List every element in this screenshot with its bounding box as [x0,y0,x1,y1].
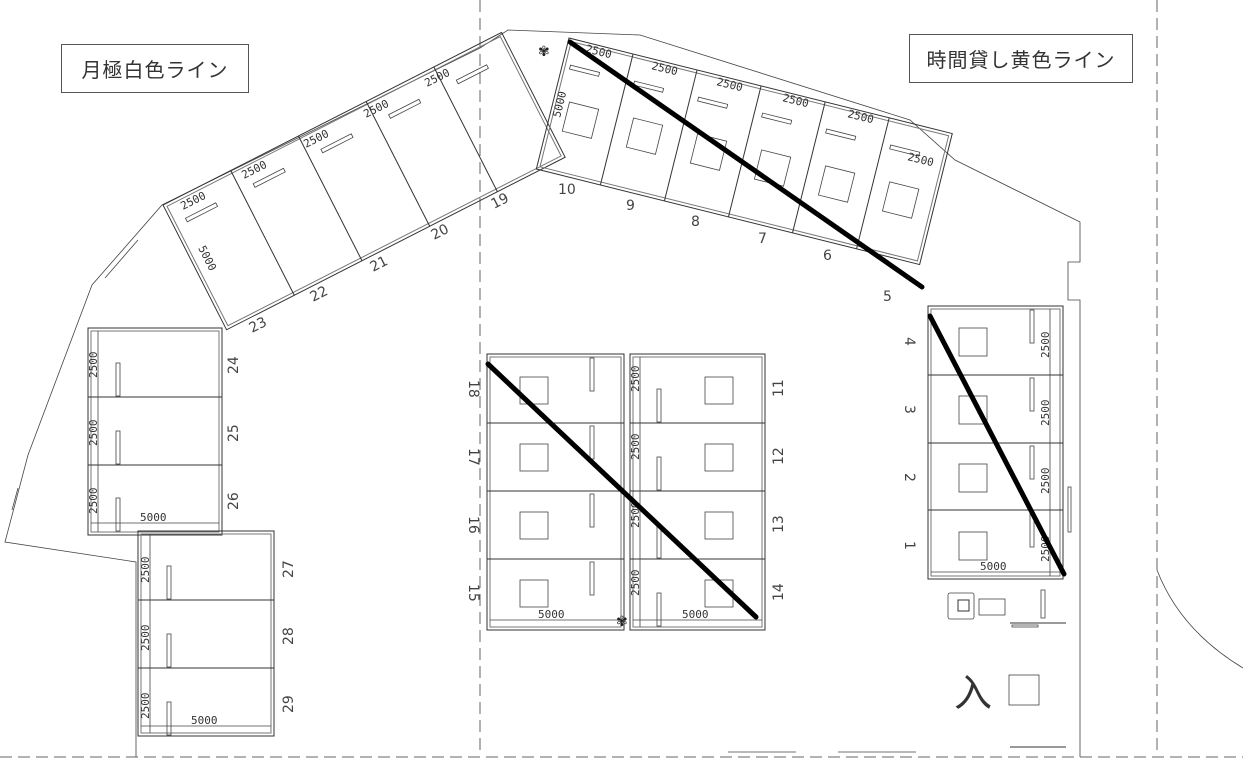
hatched-area [978,598,1006,616]
dim-width: 2500 [87,352,100,379]
space-number-4: 4 [901,337,917,346]
dim-depth: 5000 [538,608,565,621]
space-number-27: 27 [281,560,297,578]
tree-icon: ✾ [538,44,550,60]
dim-width: 2500 [139,557,152,584]
space-number-10: 10 [558,182,576,198]
dim-width: 2500 [715,75,744,94]
row-5-10 [535,37,953,266]
dim-width: 2500 [87,488,100,515]
dim-width: 2500 [1039,468,1052,495]
space-number-12: 12 [771,447,787,465]
space-number-9: 9 [626,198,635,214]
row-27-29 [137,530,275,737]
sensor [1011,624,1039,628]
space-number-13: 13 [771,515,787,533]
row-15-18 [486,353,625,631]
space-number-17: 17 [465,448,481,466]
dim-width: 2500 [1039,400,1052,427]
space-number-21: 21 [368,253,391,275]
dim-width: 2500 [781,91,810,110]
dim-width: 2500 [584,42,613,61]
dim-width: 2500 [650,59,679,78]
legend-monthly-white-line: 月極白色ライン [61,44,249,93]
dim-depth: 5000 [140,511,167,524]
site-boundary [4,29,1081,757]
dim-width: 2500 [87,420,100,447]
entrance-label: 入 [954,671,992,715]
hourly-line-marker-1-4 [927,313,1067,577]
space-number-25: 25 [226,424,242,442]
tree-icon: ✾ [616,614,628,630]
row-19-23 [162,31,566,331]
space-number-19: 19 [489,190,512,212]
space-number-3: 3 [901,405,917,414]
dim-width: 2500 [301,127,331,151]
dim-width: 2500 [139,625,152,652]
space-number-16: 16 [465,516,481,534]
dim-width: 2500 [361,97,391,121]
dim-width: 2500 [629,366,642,393]
space-number-29: 29 [281,695,297,713]
space-number-11: 11 [771,379,787,397]
dim-width: 2500 [422,66,452,90]
dim-width: 2500 [846,107,875,126]
dim-width: 2500 [139,693,152,720]
space-number-24: 24 [226,356,242,374]
dim-depth: 5000 [191,714,218,727]
space-number-22: 22 [308,283,331,305]
dim-width: 2500 [906,150,935,169]
payment-machine [947,592,975,620]
space-number-5: 5 [883,289,892,305]
row-1-4 [927,305,1064,580]
dim-width: 2500 [1039,332,1052,359]
road-curve [1156,569,1243,669]
space-number-6: 6 [823,248,832,264]
space-number-15: 15 [465,584,481,602]
dim-depth: 5000 [980,560,1007,573]
legend-hourly-yellow-line: 時間貸し黄色ライン [909,34,1133,83]
space-number-7: 7 [758,231,767,247]
space-number-26: 26 [226,492,242,510]
row-11-14 [629,353,766,631]
wheel-stop [1067,486,1072,533]
wheel-stop-side [11,487,19,511]
hourly-line-marker-5-10 [567,39,925,290]
space-number-14: 14 [771,583,787,601]
dim-width: 2500 [629,570,642,597]
space-number-18: 18 [465,380,481,398]
space-number-28: 28 [281,627,297,645]
gate-bar [1040,589,1046,619]
space-number-1: 1 [901,541,917,550]
booth [1008,674,1040,706]
row-24-26 [87,327,223,536]
dim-width: 2500 [629,434,642,461]
space-number-23: 23 [247,314,270,336]
dim-depth: 5000 [550,90,569,119]
hourly-line-marker-11-18 [485,361,759,620]
dim-depth: 5000 [682,608,709,621]
space-number-2: 2 [901,473,917,482]
wheel-stop-diag [104,239,139,279]
space-number-20: 20 [429,221,452,243]
space-number-8: 8 [691,214,700,230]
